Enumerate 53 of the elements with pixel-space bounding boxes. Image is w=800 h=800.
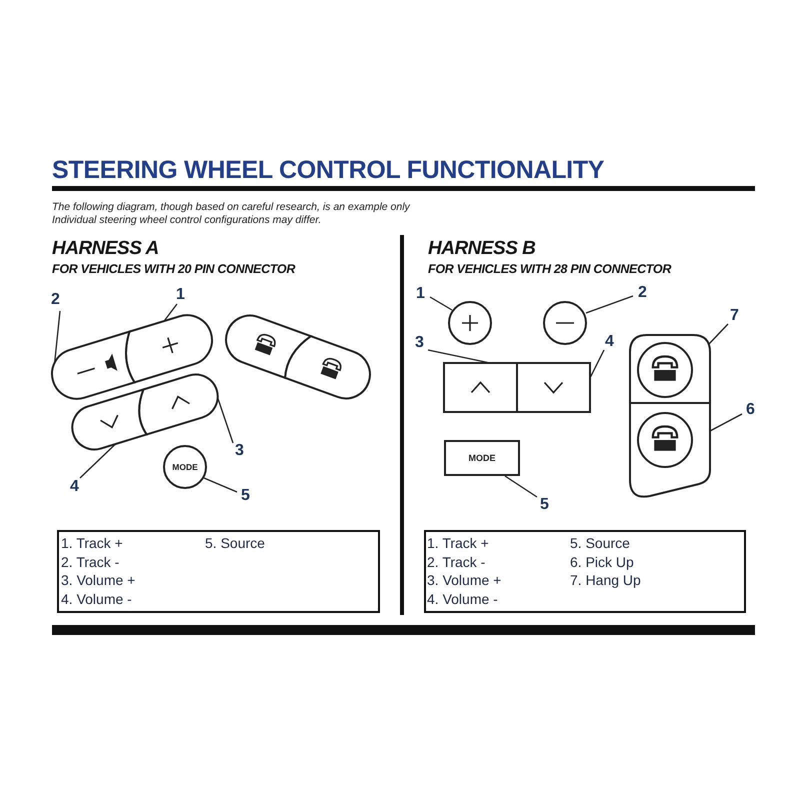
key-item: 2. Track - — [61, 555, 120, 570]
callout-number: 1 — [416, 286, 425, 302]
callout-number: 4 — [70, 479, 79, 495]
mode-button: MODE — [163, 445, 207, 489]
round-button — [543, 301, 587, 345]
button-segment — [138, 374, 219, 436]
leader-line — [204, 477, 238, 493]
callout-number: 3 — [235, 443, 244, 459]
key-item: 1. Track + — [427, 536, 489, 552]
callout-number: 5 — [540, 497, 549, 513]
leader-line — [430, 296, 452, 311]
button-segment — [443, 362, 518, 413]
leader-line — [54, 310, 61, 362]
button-segment — [516, 362, 591, 413]
callout-number: 2 — [638, 285, 647, 301]
key-item: 2. Track - — [427, 555, 486, 570]
callout-number: 6 — [746, 402, 755, 418]
key-item: 1. Track + — [61, 536, 123, 552]
leader-line — [589, 350, 605, 378]
leader-line — [708, 324, 728, 344]
leader-line — [710, 413, 742, 432]
round-button — [448, 301, 492, 345]
disclaimer-note: The following diagram, though based on careful research, is an example only — [52, 202, 410, 214]
callout-number: 2 — [51, 292, 60, 308]
key-item: 4. Volume - — [427, 592, 498, 608]
key-item: 5. Source — [205, 536, 265, 552]
callout-number: 3 — [415, 335, 424, 351]
key-item: 3. Volume + — [427, 573, 502, 588]
section-heading: HARNESS B — [428, 239, 536, 260]
callout-number: 4 — [605, 334, 614, 350]
leader-line — [80, 444, 116, 478]
callout-number: 1 — [176, 287, 185, 303]
leader-line — [504, 475, 538, 498]
key-item: 3. Volume + — [61, 573, 136, 588]
button-segment — [51, 330, 136, 400]
key-item: 7. Hang Up — [570, 573, 641, 588]
mode-button: MODE — [444, 440, 520, 476]
section-heading: HARNESS A — [52, 239, 159, 260]
leader-line — [164, 304, 178, 322]
key-item: 4. Volume - — [61, 592, 132, 608]
section-subheading: FOR VEHICLES WITH 28 PIN CONNECTOR — [428, 263, 672, 277]
title: STEERING WHEEL CONTROL FUNCTIONALITY — [52, 157, 604, 184]
section-subheading: FOR VEHICLES WITH 20 PIN CONNECTOR — [52, 263, 296, 277]
button-segment — [125, 314, 213, 384]
leader-line — [428, 349, 490, 364]
leader-line — [217, 397, 234, 444]
leader-line — [586, 295, 634, 314]
button-segment — [71, 388, 148, 450]
key-item: 6. Pick Up — [570, 555, 634, 570]
disclaimer-note: Individual steering wheel control configurations may differ. — [52, 215, 322, 227]
callout-number: 7 — [730, 308, 739, 324]
callout-number: 5 — [241, 488, 250, 504]
key-item: 5. Source — [570, 536, 630, 552]
